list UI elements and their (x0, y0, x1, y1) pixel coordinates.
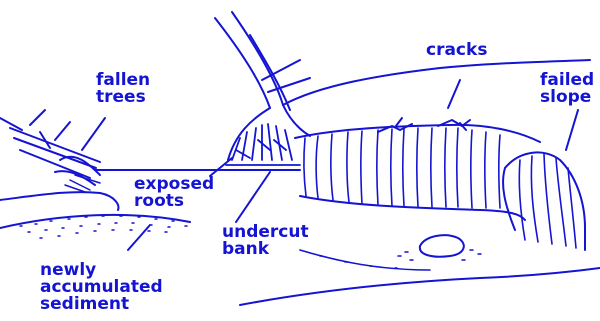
leader-sediment (128, 225, 150, 250)
exposed-roots-label-line2: roots (134, 193, 214, 210)
newly-accumulated-sediment-label: newly accumulated sediment (40, 262, 163, 313)
undercut-bank-label-line2: bank (222, 241, 309, 258)
failed-slope-label: failed slope (540, 72, 594, 106)
fallen-trees-drawing (0, 110, 100, 192)
fallen-trees-label-line2: trees (96, 89, 150, 106)
lower-bank-edge (240, 268, 600, 305)
undercut-bank-label: undercut bank (222, 224, 309, 258)
leader-undercut-bank (236, 172, 270, 222)
leader-failed-slope (566, 110, 578, 150)
failed-slope-drawing (503, 152, 585, 250)
cracks-label-line1: cracks (426, 42, 487, 59)
leader-fallen-trees (82, 118, 105, 150)
exposed-roots-label: exposed roots (134, 176, 214, 210)
exposed-roots-drawing (226, 124, 300, 165)
sediment-deposit (0, 215, 190, 228)
fallen-trees-label: fallen trees (96, 72, 150, 106)
leader-lines (82, 80, 578, 250)
boulder-drawing (398, 235, 481, 260)
left-water-edge (0, 192, 118, 210)
sediment-label-line3: sediment (40, 296, 163, 313)
failed-slope-label-line2: slope (540, 89, 594, 106)
cracks-label: cracks (426, 42, 487, 59)
leader-cracks (448, 80, 460, 108)
undercut-bank-hatching (304, 128, 500, 208)
